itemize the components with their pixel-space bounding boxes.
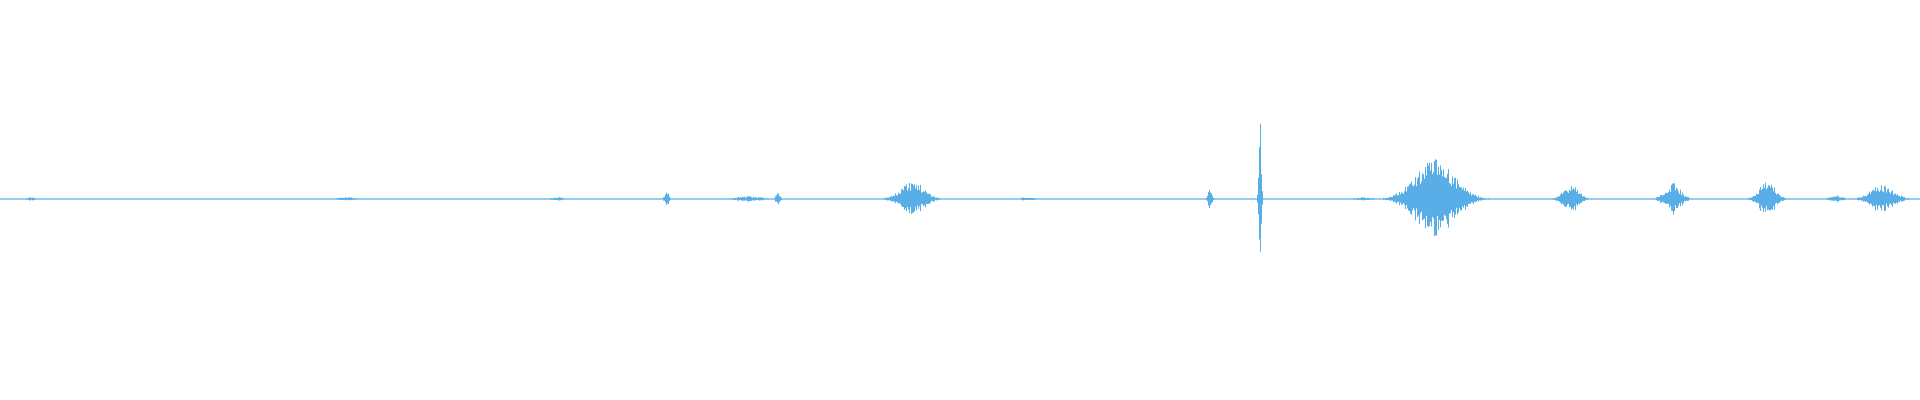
waveform-signal (0, 123, 1920, 252)
